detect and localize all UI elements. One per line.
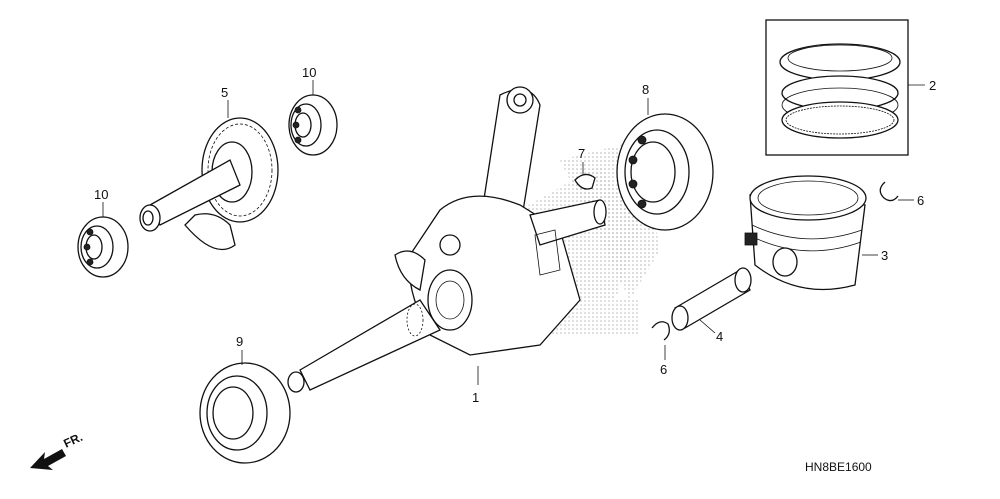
piston-rings-part-2[interactable] <box>765 19 909 156</box>
bearing-lower-part-10[interactable] <box>77 216 129 278</box>
front-label: FR. <box>61 430 84 451</box>
callout-6-upper: 6 <box>917 193 924 208</box>
callout-4: 4 <box>716 329 723 344</box>
front-direction-arrow: FR. <box>30 430 85 470</box>
main-bearing-part-9[interactable] <box>199 362 291 464</box>
callout-6-lower: 6 <box>660 362 667 377</box>
balancer-shaft-part-5[interactable] <box>139 117 279 251</box>
callout-5: 5 <box>221 85 228 100</box>
piston-pin-part-4[interactable] <box>671 267 752 331</box>
diagram-code: HN8BE1600 <box>805 460 872 474</box>
callout-9: 9 <box>236 334 243 349</box>
bearing-part-8[interactable] <box>616 113 714 231</box>
piston-part-3[interactable] <box>744 175 867 291</box>
key-part-7[interactable] <box>574 173 596 190</box>
callout-8: 8 <box>642 82 649 97</box>
crankshaft-part-1[interactable] <box>287 86 607 393</box>
callout-10-lower: 10 <box>94 187 108 202</box>
clip-lower-part-6[interactable] <box>651 321 670 341</box>
bearing-upper-part-10[interactable] <box>288 94 338 156</box>
leader-lines <box>102 80 925 385</box>
clip-upper-part-6[interactable] <box>879 181 899 202</box>
callout-3: 3 <box>881 248 888 263</box>
callout-7: 7 <box>578 146 585 161</box>
callout-1: 1 <box>472 390 479 405</box>
callout-2: 2 <box>929 78 936 93</box>
callout-10-upper: 10 <box>302 65 316 80</box>
